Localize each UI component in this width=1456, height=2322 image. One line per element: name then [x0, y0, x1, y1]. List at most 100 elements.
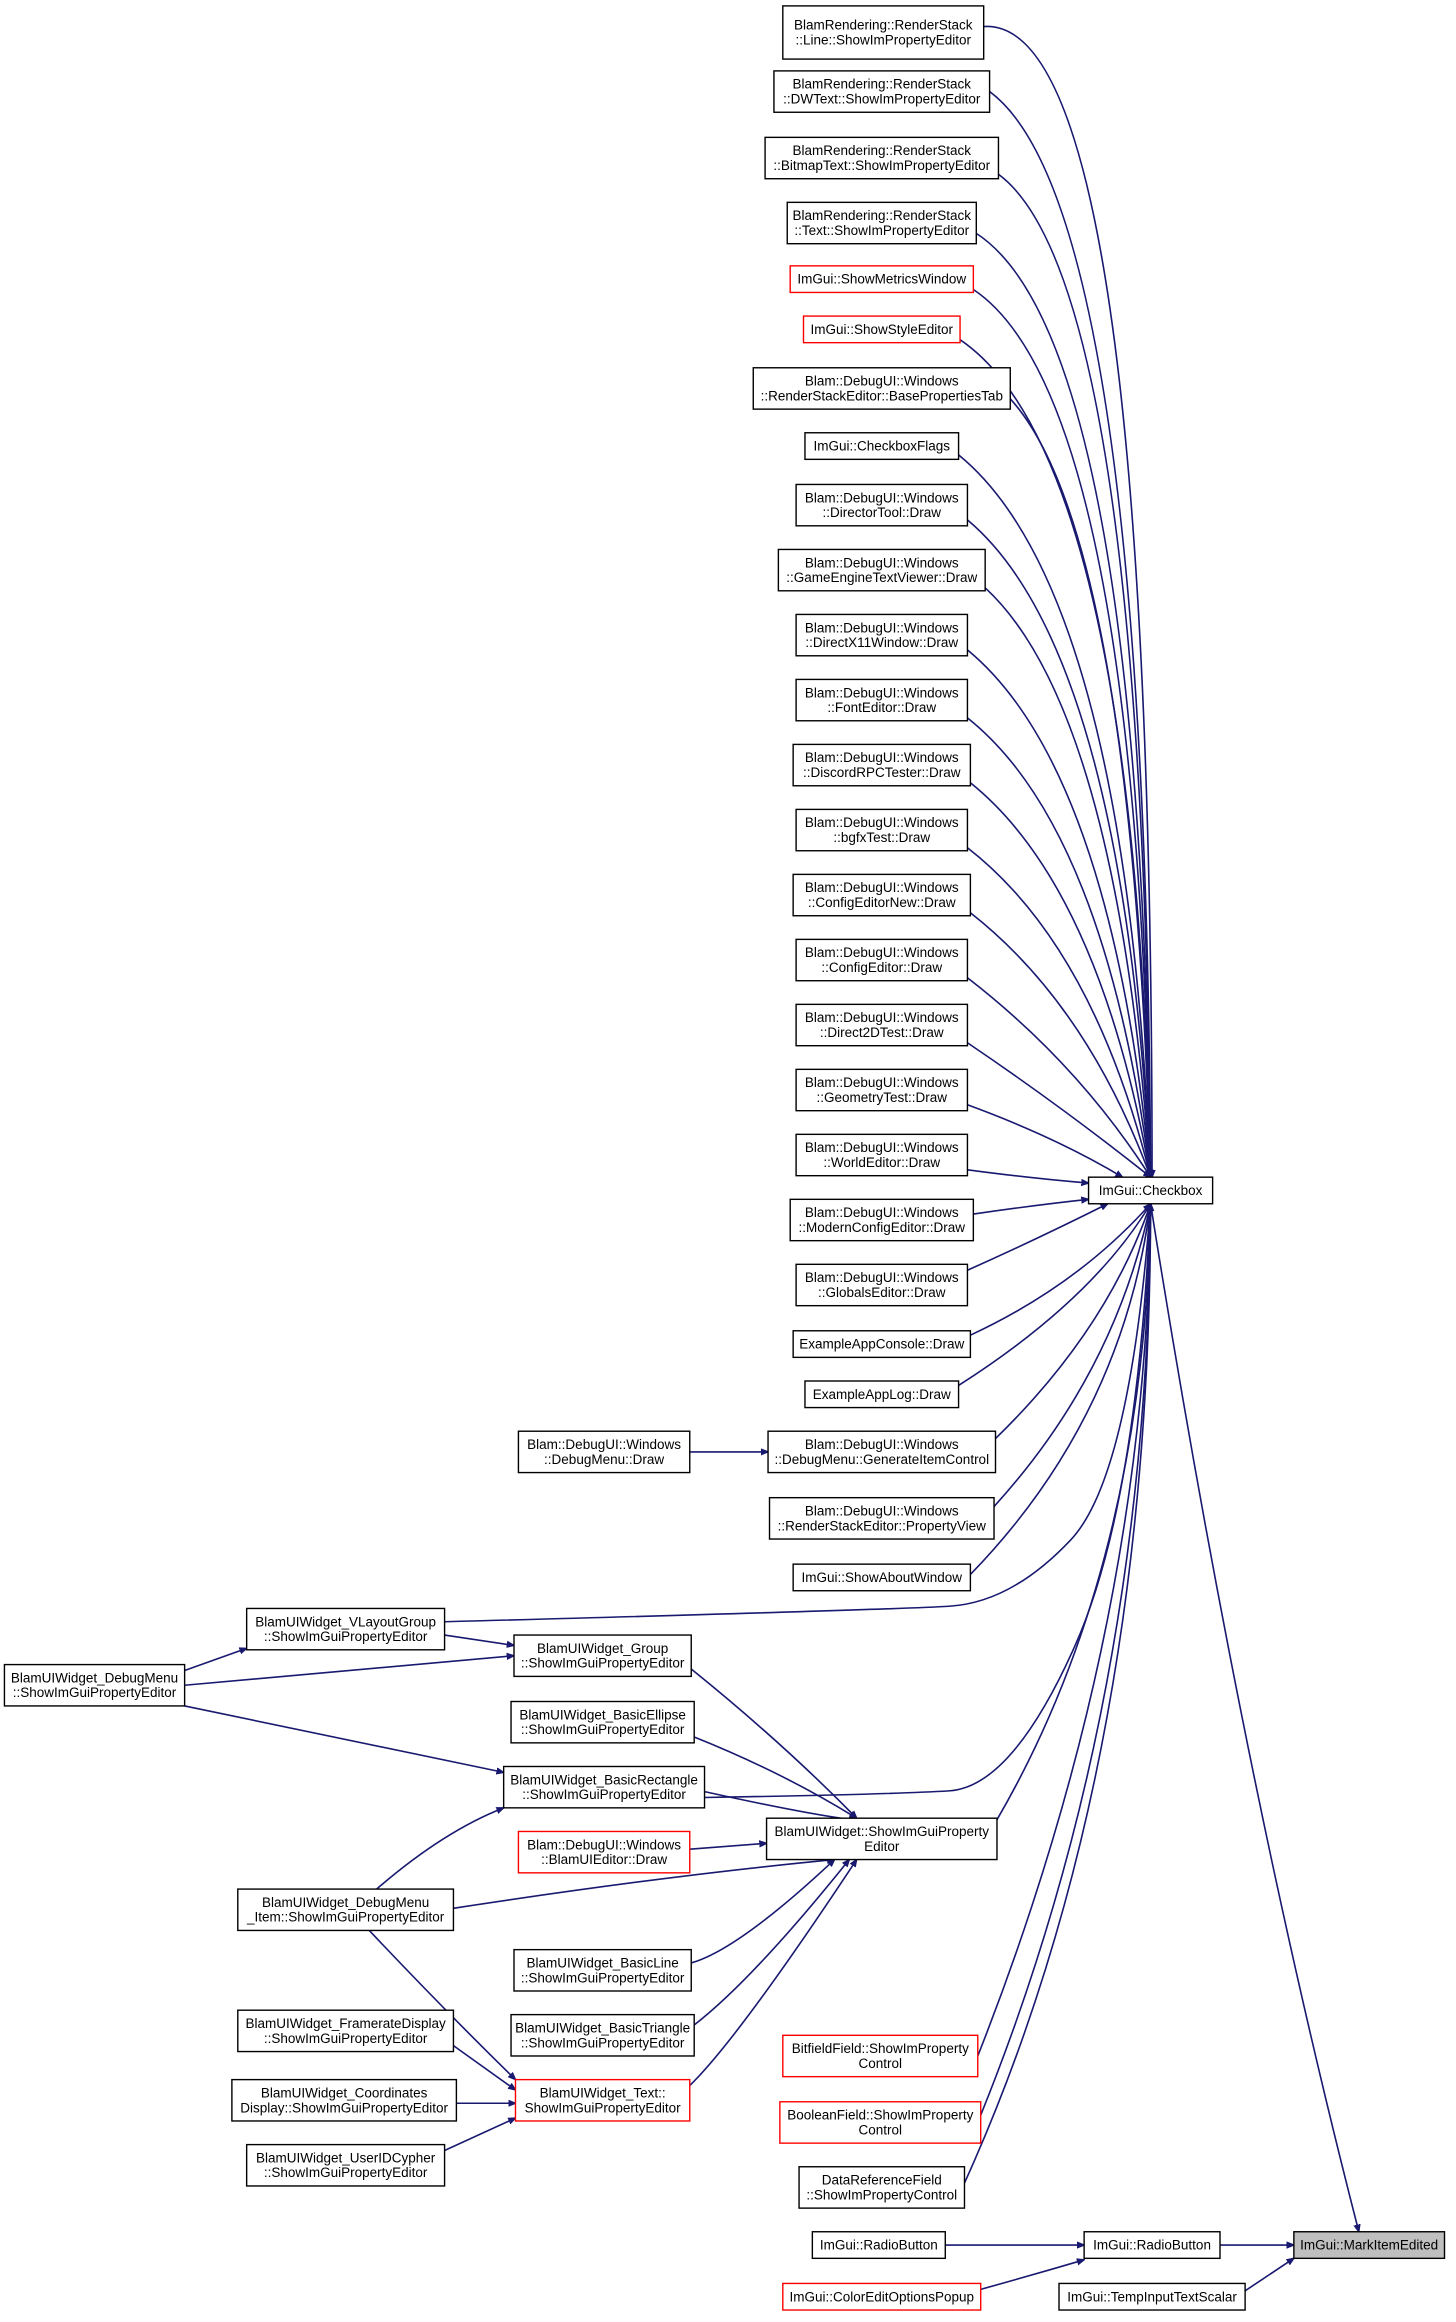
call-edge-n19-n44 [973, 1199, 1088, 1215]
node-box [1058, 2282, 1246, 2311]
node-box [764, 136, 1000, 180]
function-node[interactable]: Blam::DebugUI::Windows::GlobalsEditor::D… [795, 1263, 969, 1307]
function-node[interactable]: ExampleAppConsole::Draw [792, 1330, 972, 1359]
call-edge-n34-n40 [368, 1929, 515, 2079]
node-label: ::ShowImPropertyControl [806, 2187, 957, 2202]
function-node[interactable]: BlamUIWidget_Group::ShowImGuiPropertyEdi… [513, 1634, 692, 1678]
function-node[interactable]: BlamUIWidget_DebugMenu_Item::ShowImGuiPr… [237, 1888, 455, 1932]
node-label: ShowImGuiPropertyEditor [525, 2100, 682, 2115]
function-node[interactable]: BlamUIWidget_VLayoutGroup::ShowImGuiProp… [245, 1607, 446, 1651]
node-label: ::ShowImGuiPropertyEditor [264, 2165, 428, 2180]
function-node[interactable]: ImGui::RadioButton [811, 2231, 946, 2260]
function-node[interactable]: Blam::DebugUI::Windows::FontEditor::Draw [795, 678, 969, 722]
function-node[interactable]: ImGui::ShowStyleEditor [802, 315, 961, 344]
node-label: DataReferenceField [822, 2173, 942, 2188]
node-box [517, 1830, 691, 1874]
node-box [795, 1003, 969, 1047]
call-edge-n11-n44 [966, 717, 1150, 1177]
function-node[interactable]: ImGui::ColorEditOptionsPopup [782, 2282, 982, 2311]
function-node[interactable]: Blam::DebugUI::Windows::WorldEditor::Dra… [795, 1133, 969, 1177]
function-node[interactable]: ImGui::CheckboxFlags [804, 432, 960, 461]
node-label: Display::ShowImGuiPropertyEditor [240, 2100, 448, 2115]
call-edge-n22-n44 [958, 1204, 1151, 1387]
node-box [502, 1765, 706, 1809]
function-node[interactable]: Blam::DebugUI::Windows::ConfigEditorNew:… [792, 873, 972, 917]
function-node[interactable]: BlamUIWidget_BasicEllipse::ShowImGuiProp… [510, 1700, 695, 1744]
node-box [767, 1430, 997, 1474]
function-node[interactable]: Blam::DebugUI::Windows::DebugMenu::Gener… [767, 1430, 997, 1474]
node-label: ImGui::RadioButton [820, 2238, 938, 2253]
node-label: ::GameEngineTextViewer::Draw [786, 570, 977, 585]
call-edge-n9-n44 [984, 587, 1150, 1177]
node-label: ImGui::CheckboxFlags [813, 439, 950, 454]
node-label: ::BlamUIEditor::Draw [541, 1852, 667, 1867]
function-node[interactable]: BlamUIWidget_FramerateDisplay::ShowImGui… [237, 2009, 455, 2053]
function-node[interactable]: ImGui::RadioButton [1083, 2231, 1221, 2260]
call-edge-n20-n44 [967, 1204, 1107, 1271]
function-node[interactable]: ExampleAppLog::Draw [804, 1380, 960, 1409]
function-node[interactable]: Blam::DebugUI::Windows::ModernConfigEdit… [789, 1198, 975, 1242]
call-edge-n27-n44 [444, 1204, 1151, 1623]
function-node[interactable]: BlamUIWidget_Text::ShowImGuiPropertyEdit… [514, 2078, 691, 2122]
function-node[interactable]: BlamUIWidget::ShowImGuiPropertyEditor [765, 1817, 998, 1861]
function-node[interactable]: BooleanField::ShowImPropertyControl [779, 2101, 982, 2144]
function-node[interactable]: BlamRendering::RenderStack::DWText::Show… [773, 70, 991, 113]
node-box [795, 483, 969, 527]
node-label: BlamRendering::RenderStack [794, 18, 973, 33]
function-node[interactable]: BlamUIWidget_BasicLine::ShowImGuiPropert… [513, 1948, 692, 1992]
function-node[interactable]: DataReferenceField::ShowImPropertyContro… [798, 2166, 966, 2209]
function-node[interactable]: Blam::DebugUI::Windows::DiscordRPCTester… [792, 743, 972, 787]
function-node[interactable]: Blam::DebugUI::Windows::GeometryTest::Dr… [795, 1068, 969, 1112]
node-label: Blam::DebugUI::Windows [805, 815, 959, 830]
function-node[interactable]: BlamRendering::RenderStack::BitmapText::… [764, 136, 1000, 180]
function-node[interactable]: BlamUIWidget_CoordinatesDisplay::ShowImG… [231, 2078, 458, 2122]
function-node[interactable]: ImGui::MarkItemEdited [1293, 2231, 1446, 2260]
node-box [773, 70, 991, 113]
node-label: ::ShowImGuiPropertyEditor [264, 1629, 428, 1644]
node-box [792, 743, 972, 787]
function-node[interactable]: Blam::DebugUI::Windows::DebugMenu::Draw [517, 1430, 691, 1474]
node-label: ::DirectX11Window::Draw [805, 635, 958, 650]
function-node[interactable]: ImGui::Checkbox [1087, 1176, 1214, 1205]
node-box [517, 1430, 691, 1474]
call-edge-n7-n44 [958, 454, 1151, 1177]
node-label: Editor [864, 1839, 900, 1854]
node-box [245, 1607, 446, 1651]
function-node[interactable]: BitfieldField::ShowImPropertyControl [782, 2034, 979, 2078]
node-label: Blam::DebugUI::Windows [805, 1437, 959, 1452]
function-node[interactable]: BlamUIWidget_UserIDCypher::ShowImGuiProp… [245, 2143, 446, 2187]
node-label: ::ModernConfigEditor::Draw [798, 1220, 965, 1235]
call-edge-n8-n44 [966, 519, 1150, 1177]
function-node[interactable]: BlamUIWidget_DebugMenu::ShowImGuiPropert… [3, 1663, 186, 1707]
function-node[interactable]: ImGui::TempInputTextScalar [1058, 2282, 1246, 2311]
node-box [789, 265, 975, 294]
node-label: ExampleAppConsole::Draw [799, 1337, 964, 1352]
node-label: BlamRendering::RenderStack [792, 208, 971, 223]
node-box [798, 2166, 966, 2209]
function-node[interactable]: Blam::DebugUI::Windows::Direct2DTest::Dr… [795, 1003, 969, 1047]
function-node[interactable]: BlamRendering::RenderStack::Text::ShowIm… [786, 201, 977, 245]
function-node[interactable]: Blam::DebugUI::Windows::GameEngineTextVi… [777, 548, 986, 592]
function-node[interactable]: Blam::DebugUI::Windows::RenderStackEdito… [768, 1496, 995, 1540]
node-label: ImGui::ShowAboutWindow [801, 1570, 962, 1585]
node-label: ImGui::ColorEditOptionsPopup [789, 2289, 974, 2304]
call-edge-n24-n44 [994, 1204, 1150, 1440]
function-node[interactable]: Blam::DebugUI::Windows::bgfxTest::Draw [795, 808, 969, 852]
node-label: ::FontEditor::Draw [827, 700, 936, 715]
function-node[interactable]: ImGui::ShowAboutWindow [792, 1563, 972, 1592]
function-node[interactable]: Blam::DebugUI::Windows::RenderStackEdito… [752, 367, 1011, 410]
function-node[interactable]: Blam::DebugUI::Windows::DirectorTool::Dr… [795, 483, 969, 527]
function-node[interactable]: Blam::DebugUI::Windows::DirectX11Window:… [795, 613, 969, 657]
node-label: ImGui::RadioButton [1093, 2238, 1211, 2253]
node-label: Blam::DebugUI::Windows [805, 1075, 959, 1090]
node-box [237, 2009, 455, 2053]
function-node[interactable]: BlamRendering::RenderStack::Line::ShowIm… [782, 5, 985, 60]
call-edge-n3-n44 [975, 232, 1150, 1177]
function-node[interactable]: ImGui::ShowMetricsWindow [789, 265, 975, 294]
node-label: ::RenderStackEditor::BasePropertiesTab [761, 388, 1003, 403]
function-node[interactable]: Blam::DebugUI::Windows::ConfigEditor::Dr… [795, 938, 969, 982]
function-node[interactable]: BlamUIWidget_BasicRectangle::ShowImGuiPr… [502, 1765, 706, 1809]
function-node[interactable]: BlamUIWidget_BasicTriangle::ShowImGuiPro… [510, 2013, 695, 2057]
call-edge-n16-n44 [966, 1042, 1150, 1177]
function-node[interactable]: Blam::DebugUI::Windows::BlamUIEditor::Dr… [517, 1830, 691, 1874]
